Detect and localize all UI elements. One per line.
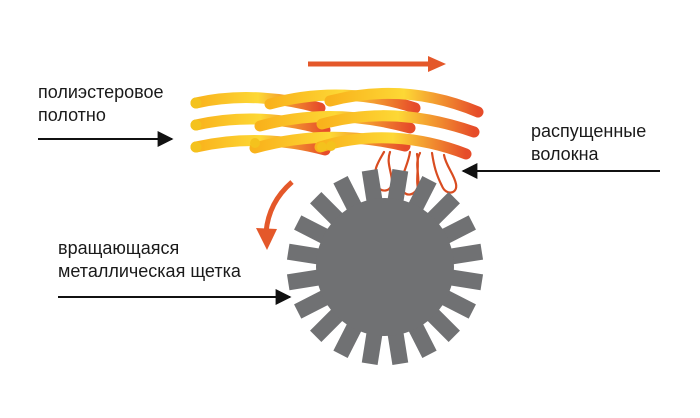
brush-tooth [286,243,324,265]
fibers-label-line1: распущенные [531,121,646,141]
raised-fiber-loops [373,150,458,196]
brush-tooth [361,168,383,206]
brush-tooth [361,328,383,366]
brush-teeth [286,168,484,366]
fabric-fiber-strands [190,87,484,160]
brush-tooth [438,215,476,246]
brush-label-line1: вращающаяся [58,238,179,258]
brush-tooth [438,288,476,319]
fabric-label-line1: полиэстеровое [38,82,164,102]
polyester-fabric [190,87,484,160]
brush-tooth [446,269,484,291]
brush-tooth [387,168,409,206]
brush-tooth [446,243,484,265]
brush-tooth [294,288,332,319]
brush-tooth [286,269,324,291]
brush-rotation-arrow-icon [256,180,294,250]
brush-tooth [294,215,332,246]
pointer-arrows [38,131,660,305]
brush-label-line2: металлическая щетка [58,261,242,281]
brush-drum [316,198,454,336]
brush-tooth [333,320,364,358]
brush-tooth [333,176,364,214]
brush-tooth [406,176,437,214]
brush-tooth [406,320,437,358]
fabric-fiber-ends [190,97,336,153]
fabric-label-line2: полотно [38,105,106,125]
fibers-label-line2: волокна [531,144,600,164]
fabric-motion-arrow-icon [308,56,446,72]
rotating-metal-brush [286,168,484,366]
brush-tooth [387,328,409,366]
